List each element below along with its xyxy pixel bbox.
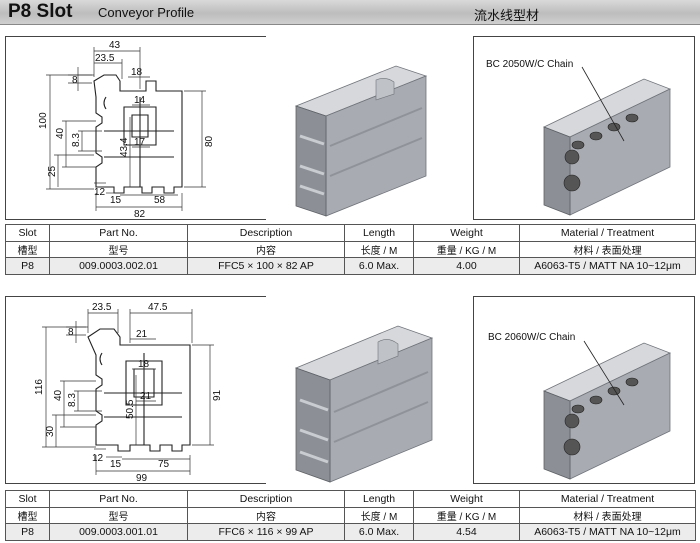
page-title-cn: 流水线型材	[474, 8, 540, 23]
col-length-cn: 长度 / M	[344, 507, 414, 524]
dim-total-height: 116	[34, 379, 45, 395]
dim-mid-width: 14	[134, 95, 146, 106]
dim-center-height: 50.5	[125, 399, 136, 419]
dim-top-height: 8	[68, 327, 74, 338]
dim-b1: 12	[94, 187, 106, 198]
profile-render-svg-1	[294, 65, 428, 217]
col-slot-cn: 槽型	[5, 507, 50, 524]
dim-left-top: 23.5	[92, 302, 112, 313]
col-slot-cn: 槽型	[5, 241, 50, 258]
dim-slot-width: 18	[131, 67, 143, 78]
chain-label-2: BC 2060W/C Chain	[488, 332, 575, 343]
col-weight-cn: 重量 / KG / M	[413, 507, 520, 524]
col-description-cn: 内容	[187, 241, 345, 258]
chain-assembly-svg-1: BC 2050W/C Chain	[486, 59, 672, 216]
chain-label-1: BC 2050W/C Chain	[486, 59, 573, 70]
col-length: Length	[344, 490, 414, 508]
chain-assembly-svg-2: BC 2060W/C Chain	[488, 332, 672, 480]
col-description: Description	[187, 490, 345, 508]
cross-section-drawing-1: 43 23.5 18 8 14 100 40 8.3 43.4 17 25 80…	[5, 36, 271, 220]
dim-right-top: 47.5	[148, 302, 168, 313]
dim-right-height: 80	[204, 135, 215, 147]
col-material-cn: 材料 / 表面处理	[519, 507, 696, 524]
cross-section-svg-2: 23.5 47.5 8 21 18 116 40 8.3 50.5 21 30 …	[34, 302, 223, 484]
col-description-cn: 内容	[187, 507, 345, 524]
table-row: P8 009.0003.001.01 FFC6 × 116 × 99 AP 6.…	[5, 523, 696, 541]
cell-material: A6063-T5 / MATT NA 10~12μm	[519, 523, 696, 541]
cross-section-drawing-2: 23.5 47.5 8 21 18 116 40 8.3 50.5 21 30 …	[5, 296, 271, 484]
page-title: P8 Slot	[8, 1, 73, 22]
dim-top-height: 8	[72, 75, 78, 86]
col-weight-cn: 重量 / KG / M	[413, 241, 520, 258]
col-slot: Slot	[5, 224, 50, 242]
profile-render-svg-2	[294, 325, 434, 483]
chain-assembly-drawing-1: BC 2050W/C Chain	[473, 36, 695, 220]
dim-mid-height: 40	[53, 389, 64, 401]
col-part-no: Part No.	[49, 490, 188, 508]
cross-section-svg-1: 43 23.5 18 8 14 100 40 8.3 43.4 17 25 80…	[38, 40, 215, 220]
col-part-no-cn: 型号	[49, 241, 188, 258]
col-part-no: Part No.	[49, 224, 188, 242]
dim-bottom-width: 21	[140, 391, 152, 402]
cell-weight: 4.00	[413, 257, 520, 275]
dim-total-height: 100	[38, 112, 49, 129]
col-length: Length	[344, 224, 414, 242]
col-weight: Weight	[413, 224, 520, 242]
col-weight: Weight	[413, 490, 520, 508]
cell-material: A6063-T5 / MATT NA 10~12μm	[519, 257, 696, 275]
dim-b2: 15	[110, 195, 122, 206]
cell-weight: 4.54	[413, 523, 520, 541]
dim-small-height: 8.3	[67, 393, 78, 407]
cell-part-no: 009.0003.002.01	[49, 257, 188, 275]
dim-small-height: 8.3	[71, 133, 82, 147]
col-part-no-cn: 型号	[49, 507, 188, 524]
spec-table-2: Slot Part No. Description Length Weight …	[5, 490, 696, 541]
dim-b1: 12	[92, 453, 104, 464]
cell-slot: P8	[5, 257, 50, 275]
dim-bottom-width: 17	[134, 137, 146, 148]
dim-b4: 82	[134, 209, 146, 220]
dim-center-height: 43.4	[119, 137, 130, 157]
dim-low-height: 25	[47, 165, 58, 177]
dim-left-top: 23.5	[95, 53, 115, 64]
dim-low-height: 30	[45, 425, 56, 437]
cell-length: 6.0 Max.	[344, 523, 414, 541]
cell-description: FFC5 × 100 × 82 AP	[187, 257, 345, 275]
chain-assembly-drawing-2: BC 2060W/C Chain	[473, 296, 695, 484]
page-header: P8 Slot Conveyor Profile 流水线型材	[0, 0, 700, 25]
cell-slot: P8	[5, 523, 50, 541]
profile-render-1	[266, 36, 466, 220]
col-description: Description	[187, 224, 345, 242]
dim-b4: 99	[136, 473, 148, 484]
dim-b2: 15	[110, 459, 122, 470]
dim-slot-width: 21	[136, 329, 148, 340]
spec-table-1: Slot Part No. Description Length Weight …	[5, 224, 696, 275]
cell-description: FFC6 × 116 × 99 AP	[187, 523, 345, 541]
dim-b3: 75	[158, 459, 170, 470]
dim-width-top: 43	[109, 40, 121, 51]
col-length-cn: 长度 / M	[344, 241, 414, 258]
col-material: Material / Treatment	[519, 224, 696, 242]
col-material-cn: 材料 / 表面处理	[519, 241, 696, 258]
cell-length: 6.0 Max.	[344, 257, 414, 275]
dim-mid-height: 40	[55, 127, 66, 139]
cell-part-no: 009.0003.001.01	[49, 523, 188, 541]
dim-b3: 58	[154, 195, 166, 206]
profile-render-2	[266, 296, 466, 484]
dim-mid-width: 18	[138, 359, 150, 370]
table-row: P8 009.0003.002.01 FFC5 × 100 × 82 AP 6.…	[5, 257, 696, 275]
col-material: Material / Treatment	[519, 490, 696, 508]
page-subtitle: Conveyor Profile	[98, 5, 195, 20]
col-slot: Slot	[5, 490, 50, 508]
dim-right-height: 91	[212, 389, 223, 401]
